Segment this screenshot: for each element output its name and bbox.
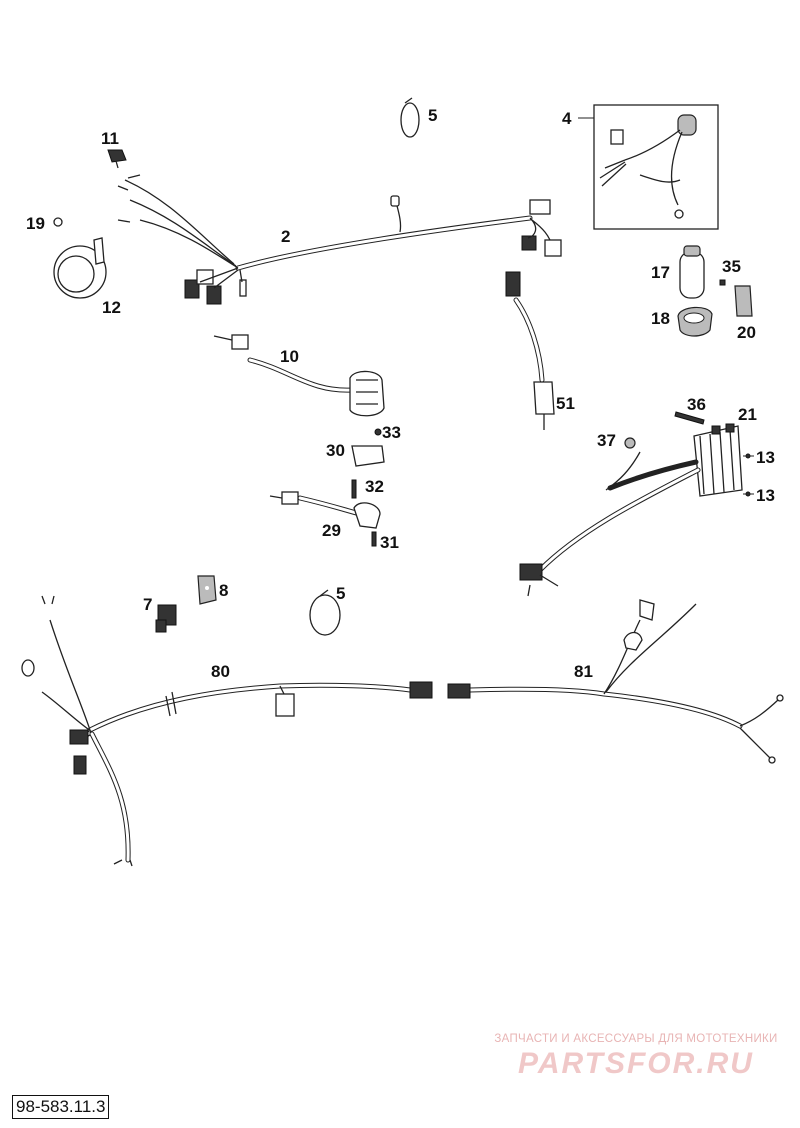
rear-wiring-harness: [447, 599, 784, 764]
switch-screws: [351, 479, 377, 547]
washer: [53, 217, 63, 227]
switch-cover: [351, 428, 385, 467]
label-part-36: 36: [687, 395, 706, 414]
label-part-17: 17: [651, 263, 670, 282]
relay: [155, 604, 177, 633]
label-part-32: 32: [365, 477, 384, 496]
label-part-2: 2: [281, 227, 290, 246]
regulator-rectifier: [519, 423, 743, 597]
label-part-51: 51: [556, 394, 575, 413]
ignition-kit-inset: [578, 104, 719, 230]
label-part-35: 35: [722, 257, 741, 276]
sensor-cable: [505, 271, 555, 430]
label-part-81: 81: [574, 662, 593, 681]
label-part-37: 37: [597, 431, 616, 450]
label-part-20: 20: [737, 323, 756, 342]
main-wiring-harness: [117, 174, 562, 305]
label-part-5-lower: 5: [336, 584, 345, 603]
indicator-bulb: [107, 149, 127, 169]
clamp-lower: [309, 589, 341, 636]
label-part-8: 8: [219, 581, 228, 600]
regulator-cable: [213, 334, 385, 417]
condenser-sleeve: [677, 306, 713, 337]
label-part-4: 4: [562, 109, 572, 128]
watermark-tagline: ЗАПЧАСТИ И АКСЕССУАРЫ ДЛЯ МОТОТЕХНИКИ: [494, 1033, 778, 1045]
label-part-19: 19: [26, 214, 45, 233]
label-part-5-upper: 5: [428, 106, 437, 125]
watermark-logo: PARTSFOR.RU: [518, 1047, 754, 1080]
label-part-10: 10: [280, 347, 299, 366]
label-part-13-upper: 13: [756, 448, 775, 467]
leader-lines: [743, 455, 754, 495]
label-part-31: 31: [380, 533, 399, 552]
relay-bracket: [197, 575, 217, 605]
label-part-33: 33: [382, 423, 401, 442]
horn: [53, 237, 107, 299]
label-part-13-lower: 13: [756, 486, 775, 505]
watermark: ЗАПЧАСТИ И АКСЕССУАРЫ ДЛЯ МОТОТЕХНИКИ PA…: [486, 1033, 786, 1081]
label-part-80: 80: [211, 662, 230, 681]
screw: [719, 279, 726, 286]
document-number: 98-583.11.3: [12, 1095, 110, 1119]
label-part-30: 30: [326, 441, 345, 460]
condenser-bracket: [734, 285, 753, 317]
bolt: [674, 411, 705, 425]
clamp-upper: [400, 97, 420, 138]
switch-cable: [269, 491, 381, 529]
label-part-21: 21: [738, 405, 757, 424]
front-wiring-harness: [21, 595, 433, 867]
label-part-7: 7: [143, 595, 152, 614]
small-screws: [745, 453, 751, 497]
washer-ring: [624, 437, 636, 449]
label-part-29: 29: [322, 521, 341, 540]
label-part-18: 18: [651, 309, 670, 328]
condenser: [679, 245, 705, 299]
label-part-12: 12: [102, 298, 121, 317]
label-part-11: 11: [101, 129, 119, 148]
